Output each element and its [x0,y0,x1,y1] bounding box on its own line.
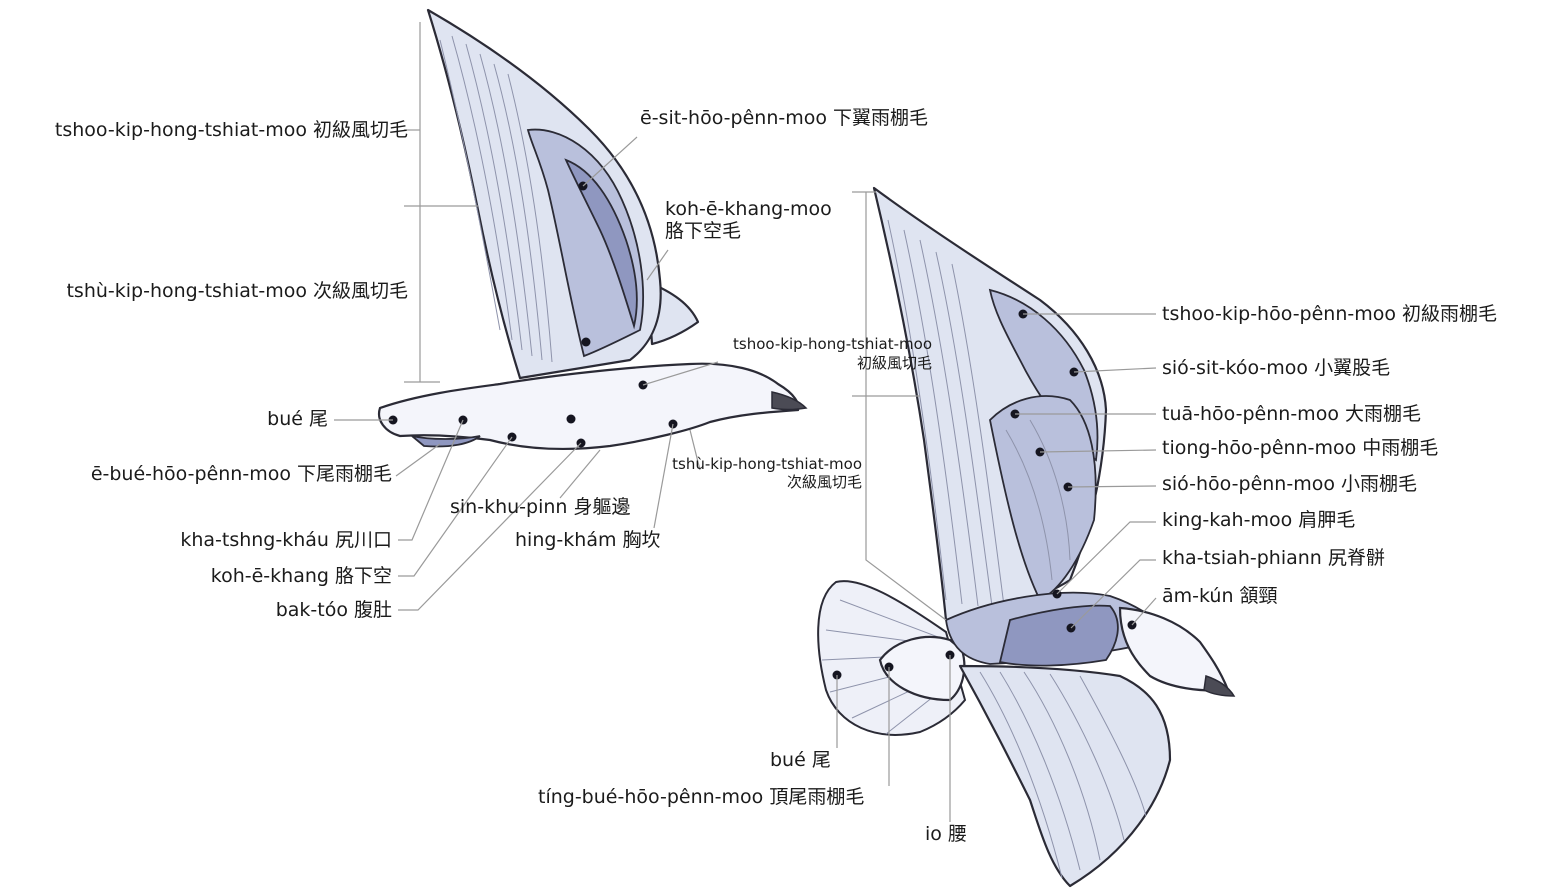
label-uppertail-coverts: tíng-bué-hōo-pênn-moo 頂尾雨棚毛 [538,786,865,808]
left-undertail-dark [411,435,481,448]
label-back: kha-tsiah-phiann 尻脊骿 [1162,547,1385,569]
label-vent: kha-tshng-kháu 尻川口 [180,529,392,551]
label-axilla: koh-ē-khang 胳下空 [210,565,392,587]
label-left-primaries: tshoo-kip-hong-tshiat-moo 初級風切毛 [54,119,408,141]
label-nape: ām-kún 頷頸 [1162,585,1278,607]
label-primary-coverts: tshoo-kip-hōo-pênn-moo 初級雨棚毛 [1162,303,1498,325]
label-lesser-coverts: sió-hōo-pênn-moo 小雨棚毛 [1162,473,1417,495]
label-alula: sió-sit-kóo-moo 小翼股毛 [1162,357,1391,379]
right-leader-lines [836,191,1157,822]
right-upper-wing-feathers [887,219,1071,607]
label-breast: hing-khám 胸坎 [515,529,661,551]
label-mid-primaries-line2: 初級風切毛 [856,354,932,372]
left-bird [334,8,808,611]
right-lower-wing [958,664,1172,888]
label-mid-secondaries-line2: 次級風切毛 [786,473,862,491]
left-leader-lines [334,22,719,611]
label-left-secondaries: tshù-kip-hong-tshiat-moo 次級風切毛 [66,280,408,302]
right-bird [817,186,1236,888]
label-undertail-coverts: ē-bué-hōo-pênn-moo 下尾雨棚毛 [90,463,392,485]
right-beak [1203,675,1236,697]
label-left-tail: bué 尾 [267,408,328,430]
label-mid-secondaries-line1: tshù-kip-hong-tshiat-moo [672,455,862,473]
left-body [377,362,800,450]
left-beak [771,391,808,411]
label-greater-coverts: tuā-hōo-pênn-moo 大雨棚毛 [1162,403,1421,425]
label-axillaries-line2: 胳下空毛 [665,220,742,242]
right-uppertail-coverts [878,635,966,702]
left-underwing-dark-band [564,158,638,330]
label-flank: sin-khu-pinn 身軀邊 [450,496,631,518]
left-underwing-coverts [526,128,644,358]
label-belly: bak-tóo 腹肚 [275,599,392,621]
label-median-coverts: tiong-hōo-pênn-moo 中雨棚毛 [1162,437,1439,459]
right-lower-wing-feathers [979,671,1147,879]
label-mid-primaries-line1: tshoo-kip-hong-tshiat-moo [733,335,932,353]
label-underwing-coverts: ē-sit-hōo-pênn-moo 下翼雨棚毛 [640,107,929,129]
right-scapular-patch [998,604,1119,667]
label-rump: io 腰 [925,823,967,845]
label-axillaries-line1: koh-ē-khang-moo [665,198,832,220]
left-wing-feather-lines [439,35,553,363]
label-right-tail: bué 尾 [770,749,831,771]
label-scapulars: king-kah-moo 肩胛毛 [1162,509,1356,531]
